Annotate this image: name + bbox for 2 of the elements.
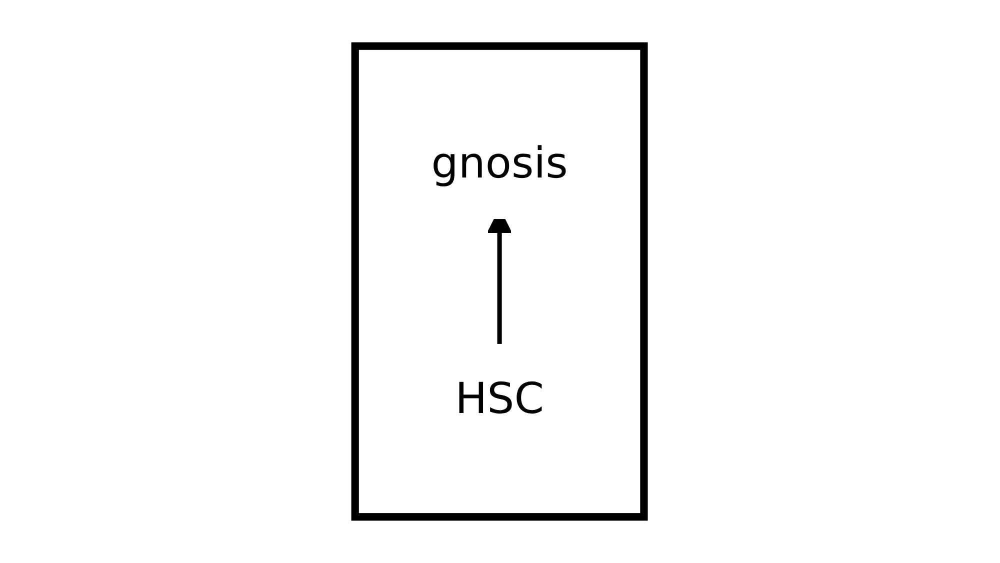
cluster <box>352 42 648 521</box>
node-text: HSC <box>456 374 544 424</box>
